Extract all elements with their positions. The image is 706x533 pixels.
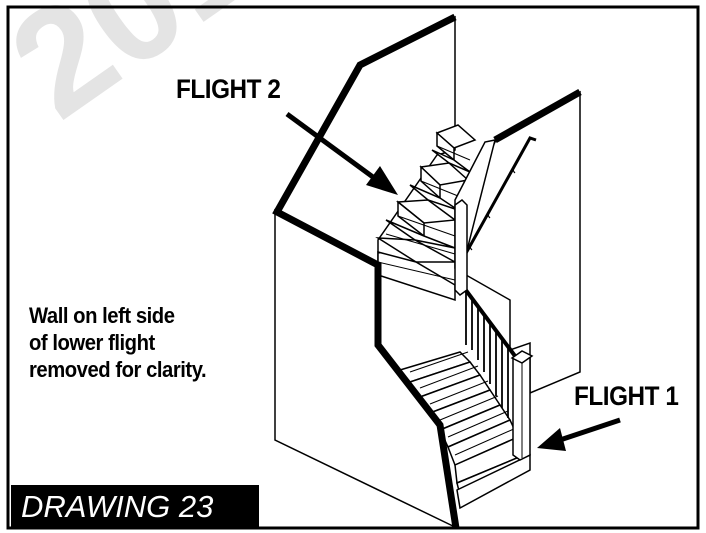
- arrow-flight-1: [537, 417, 621, 451]
- note-text: Wall on left side of lower flight remove…: [29, 302, 207, 383]
- note-line-3: removed for clarity.: [29, 357, 207, 382]
- drawing-border: [6, 5, 700, 530]
- drawing-number-badge: DRAWING 23: [11, 485, 259, 529]
- wall-cut-line-upper: [272, 13, 460, 529]
- drawing-number: DRAWING 23: [21, 489, 214, 524]
- landing-post: [454, 199, 468, 296]
- upper-flight-risers: [377, 145, 471, 281]
- lower-handrail: [460, 283, 517, 358]
- lower-flight-risers: [409, 351, 517, 456]
- upper-handrail: [463, 136, 537, 256]
- bottom-step: [456, 453, 531, 510]
- lower-balusters: [465, 290, 509, 418]
- note-line-1: Wall on left side: [29, 303, 175, 328]
- arrow-flight-2: [285, 111, 398, 195]
- label-flight-1: FLIGHT 1: [574, 381, 679, 411]
- newel-post: [510, 350, 534, 461]
- note-line-2: of lower flight: [29, 330, 155, 355]
- label-flight-2: FLIGHT 2: [176, 74, 281, 104]
- wall-cut-line-right: [493, 88, 582, 144]
